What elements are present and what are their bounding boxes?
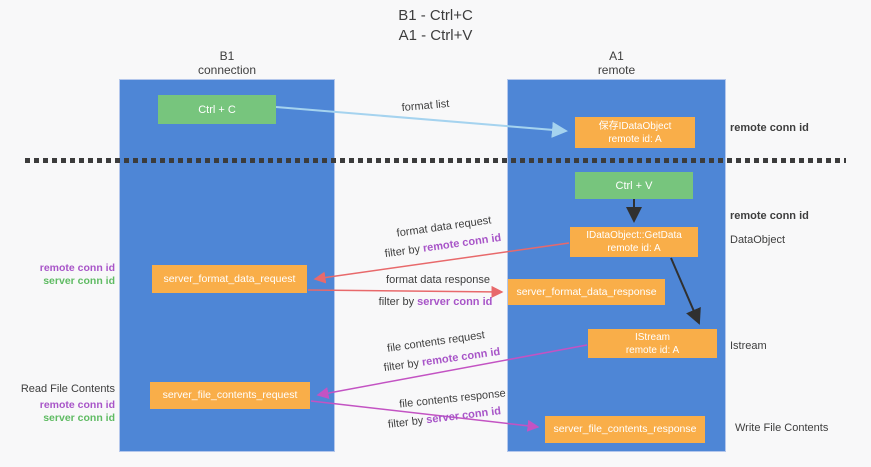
getdata-to-istream-arrow — [670, 257, 701, 325]
ctrl-v-box: Ctrl + V — [575, 172, 693, 199]
left-server-conn-id-2: server conn id — [43, 412, 115, 424]
server-format-data-request-box: server_format_data_request — [152, 265, 307, 293]
right-remote-conn-id-2: remote conn id — [730, 210, 809, 222]
istream-side-label: Istream — [730, 340, 767, 352]
server-format-data-response-label: server_format_data_response — [516, 285, 657, 298]
read-file-contents-label: Read File Contents — [20, 383, 115, 395]
save-idataobject-line1: 保存IDataObject — [598, 120, 672, 132]
server-format-data-response-box: server_format_data_response — [508, 279, 665, 305]
file-contents-request-arrow — [316, 344, 588, 399]
lifeline-header-a1: A1 remote — [507, 49, 726, 77]
title-line-2: A1 - Ctrl+V — [398, 27, 473, 44]
filter-by-server-conn-id-label-1: filter by server conn id — [378, 296, 493, 308]
right-remote-conn-id-1: remote conn id — [730, 122, 809, 134]
lifeline-header-b1: B1 connection — [119, 49, 335, 77]
istream-line2: remote id: A — [625, 344, 680, 356]
server-file-contents-request-box: server_file_contents_request — [150, 382, 310, 409]
getdata-line1: IDataObject::GetData — [586, 230, 682, 241]
ctrl-v-label: Ctrl + V — [615, 179, 653, 192]
istream-box: IStream remote id: A — [588, 329, 717, 358]
idataobject-getdata-box: IDataObject::GetData remote id: A — [570, 227, 698, 257]
lifeline-a1-name: A1 — [609, 49, 624, 63]
istream-line1: IStream — [634, 331, 670, 343]
lifeline-b1-name: B1 — [219, 49, 235, 63]
left-conn-id-group-2: remote conn id server conn id — [15, 399, 115, 425]
ctrl-c-label: Ctrl + C — [198, 103, 236, 116]
left-remote-conn-id-1: remote conn id — [39, 262, 115, 274]
format-data-request-arrow — [313, 242, 570, 284]
server-file-contents-response-label: server_file_contents_response — [553, 423, 697, 435]
left-server-conn-id-1: server conn id — [43, 275, 115, 287]
format-data-response-arrow — [307, 285, 504, 298]
file-contents-response-arrow — [310, 400, 540, 432]
phase-separator-dashed-line — [25, 158, 846, 163]
format-list-arrow — [275, 106, 568, 138]
save-idataobject-line2: remote id: A — [608, 133, 662, 145]
getdata-line2: remote id: A — [607, 243, 661, 254]
left-conn-id-group-1: remote conn id server conn id — [15, 262, 115, 288]
save-idataobject-box: 保存IDataObject remote id: A — [575, 117, 695, 148]
lifeline-b1-subtitle: connection — [197, 63, 257, 77]
lifeline-a1-subtitle: remote — [597, 63, 636, 77]
server-file-contents-request-label: server_file_contents_request — [162, 389, 298, 401]
format-data-response-label: format data response — [386, 274, 490, 286]
server-file-contents-response-box: server_file_contents_response — [545, 416, 705, 443]
server-format-data-request-label: server_format_data_request — [163, 272, 296, 285]
dataobject-label: DataObject — [730, 234, 786, 246]
diagram-title: B1 - Ctrl+C A1 - Ctrl+V — [0, 6, 871, 46]
left-remote-conn-id-2: remote conn id — [39, 399, 115, 411]
write-file-contents-label: Write File Contents — [735, 422, 829, 434]
ctrl-c-box: Ctrl + C — [158, 95, 276, 124]
title-line-1: B1 - Ctrl+C — [398, 7, 473, 24]
server-conn-id-term: server conn id — [417, 296, 493, 308]
